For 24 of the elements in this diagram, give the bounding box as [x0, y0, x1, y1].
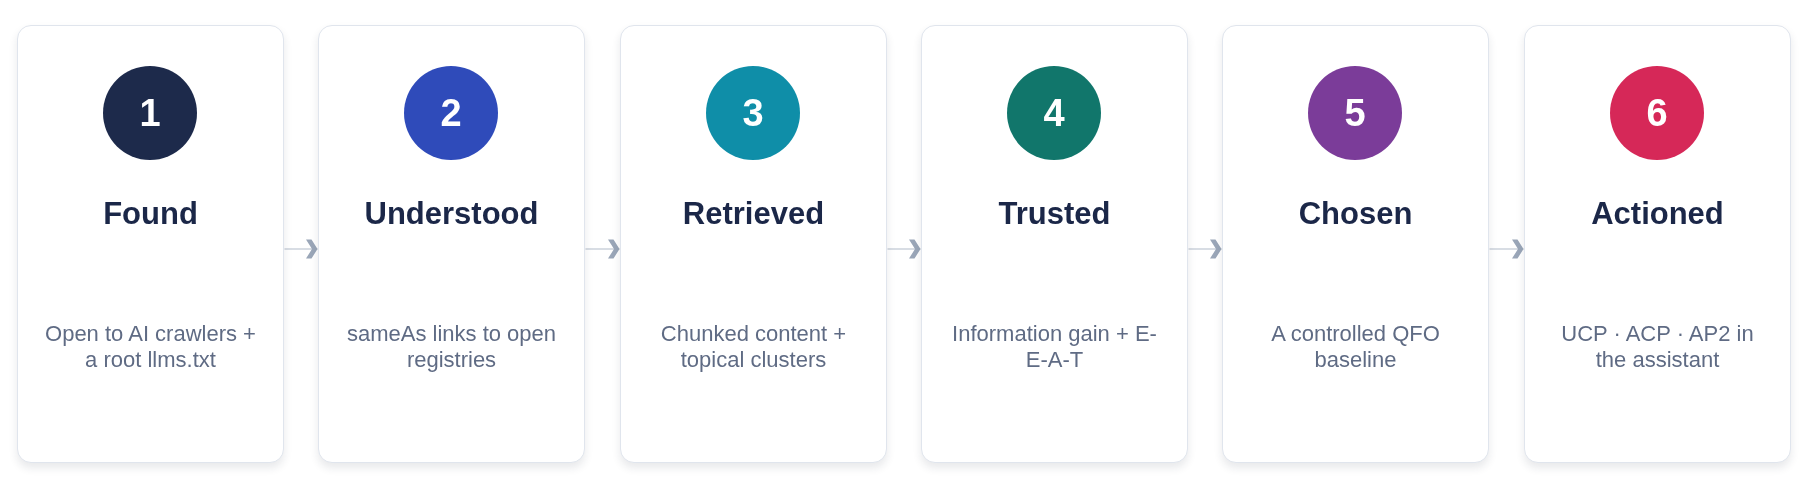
step-card [17, 25, 284, 463]
step-title: Trusted [998, 196, 1111, 232]
step-title: Understood [364, 196, 539, 232]
step-description: Open to AI crawlers + a root llms.txt [44, 321, 257, 373]
number-circle: 2 [404, 66, 498, 160]
step-card [318, 25, 585, 463]
step-title: Chosen [1298, 196, 1413, 232]
step-card [1524, 25, 1791, 463]
number-circle: 3 [706, 66, 800, 160]
step-description: UCP · ACP · AP2 in the assistant [1560, 321, 1755, 373]
step-title: Retrieved [682, 196, 825, 232]
number-circle: 6 [1610, 66, 1704, 160]
number-circle: 4 [1007, 66, 1101, 160]
step-card [921, 25, 1188, 463]
number-circle: 1 [103, 66, 197, 160]
step-description: sameAs links to open registries [345, 321, 558, 373]
number-circle: 5 [1308, 66, 1402, 160]
step-description: Information gain + E-E-A-T [951, 321, 1158, 373]
step-card [1222, 25, 1489, 463]
step-description: Chunked content + topical clusters [659, 321, 848, 373]
step-title: Found [103, 196, 198, 232]
step-description: A controlled QFO baseline [1270, 321, 1441, 373]
step-title: Actioned [1591, 196, 1724, 232]
step-card [620, 25, 887, 463]
